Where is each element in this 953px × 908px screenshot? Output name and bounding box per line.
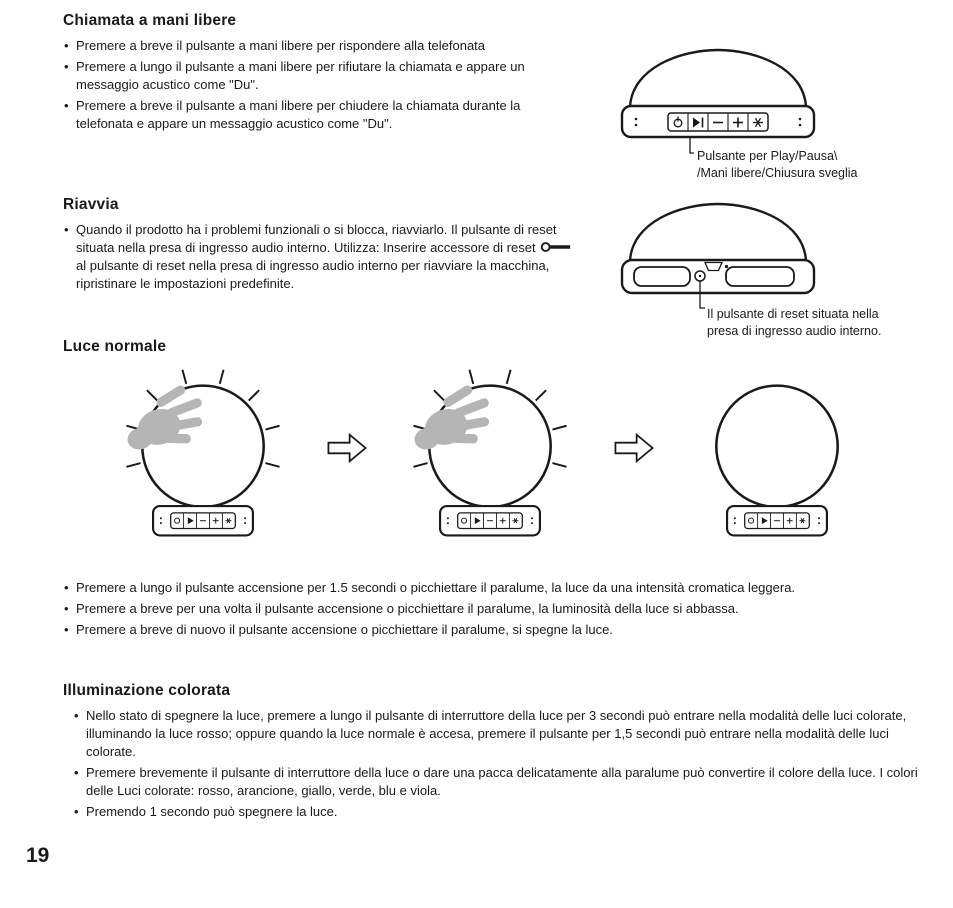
speaker-top-reset-figure [593, 192, 843, 314]
bullet-list: Nello stato di spegnere la luce, premere… [63, 707, 941, 821]
lamp-button-separators [757, 512, 797, 529]
caption-line: Il pulsante di reset situata nella [707, 307, 879, 321]
key-icon [540, 242, 570, 252]
list-item: Premere a lungo il pulsante a mani liber… [63, 58, 563, 94]
step-arrow [611, 428, 657, 473]
lamp-buttons [461, 517, 519, 525]
list-item: Nello stato di spegnere la luce, premere… [73, 707, 941, 761]
list-item: Quando il prodotto ha i problemi funzion… [63, 221, 577, 293]
leader-line [699, 281, 705, 309]
lamp-buttons [174, 517, 232, 525]
speaker-grille-right [725, 266, 795, 287]
arrow-right-icon [614, 432, 654, 464]
speaker-reset-illustration [620, 202, 816, 309]
usb-port-dot [724, 264, 729, 269]
list-item: Premere a lungo il pulsante accensione p… [63, 579, 941, 597]
list-item: Premere brevemente il pulsante di interr… [73, 764, 941, 800]
bullet-list: Premere a breve il pulsante a mani liber… [63, 37, 563, 133]
section-riavvia: Riavvia Quando il prodotto ha i problemi… [63, 196, 577, 296]
section-handsfree: Chiamata a mani libere Premere a breve i… [63, 12, 563, 136]
base-end-dots [446, 517, 534, 525]
leader-line [689, 137, 694, 154]
section-heading: Riavvia [63, 196, 119, 213]
lamp-button-separators [470, 512, 510, 529]
base-end-dots [733, 517, 821, 525]
page-number: 19 [26, 844, 50, 867]
section-heading: Chiamata a mani libere [63, 12, 237, 29]
speaker-top-buttons-figure [593, 38, 843, 158]
section-heading-luce: Luce normale [63, 338, 167, 355]
plus-icon [733, 117, 743, 128]
play-pause-icon [693, 117, 704, 128]
list-item: Premere a breve il pulsante a mani liber… [63, 97, 563, 133]
hand-icon [127, 385, 203, 450]
reset-caption: Il pulsante di reset situata nella presa… [707, 306, 881, 340]
button-separators [687, 113, 749, 131]
riavvia-text-after: al pulsante di reset nella presa di ingr… [76, 257, 550, 291]
list-item: Premere a breve il pulsante a mani liber… [63, 37, 563, 55]
step-arrow [324, 428, 370, 473]
caption-line: /Mani libere/Chiusura sveglia [697, 165, 858, 180]
reset-hole-dot [698, 274, 702, 278]
device-dome-outline [628, 48, 808, 108]
mic-hole-dots [634, 117, 802, 127]
list-item: Premere a breve per una volta il pulsant… [63, 600, 941, 618]
usb-port-icon [704, 261, 723, 272]
lamp-sequence-figure [110, 360, 870, 561]
lamp-sphere [715, 384, 839, 509]
lamp-buttons [748, 517, 806, 525]
arrow-right-icon [327, 432, 367, 464]
section-heading: Illuminazione colorata [63, 682, 231, 699]
hand-icon [414, 385, 490, 450]
lamp-on-hand-illustration [126, 369, 280, 537]
power-icon [673, 116, 683, 128]
lamp-button-separators [183, 512, 223, 529]
speaker-grille-left [633, 266, 691, 287]
light-rays [413, 369, 567, 468]
base-end-dots [159, 517, 247, 525]
caption-line: Pulsante per Play/Pausa\ [697, 149, 838, 163]
play-pause-caption: Pulsante per Play/Pausa\ /Mani libere/Ch… [697, 148, 858, 182]
alarm-icon [753, 117, 763, 128]
list-item: Premendo 1 secondo può spegnere la luce. [73, 803, 941, 821]
lamp-on-hand-illustration [413, 369, 567, 537]
lamp-off-illustration [715, 384, 839, 537]
speaker-top-illustration [620, 48, 816, 154]
section-illuminazione: Illuminazione colorata Nello stato di sp… [63, 682, 941, 824]
device-dome-outline [628, 202, 808, 262]
bullet-list: Quando il prodotto ha i problemi funzion… [63, 221, 577, 293]
caption-line: presa di ingresso audio interno. [707, 323, 882, 338]
list-item: Premere a breve di nuovo il pulsante acc… [63, 621, 941, 639]
riavvia-text-before: Quando il prodotto ha i problemi funzion… [76, 222, 557, 255]
luce-bullet-list: Premere a lungo il pulsante accensione p… [63, 579, 941, 642]
